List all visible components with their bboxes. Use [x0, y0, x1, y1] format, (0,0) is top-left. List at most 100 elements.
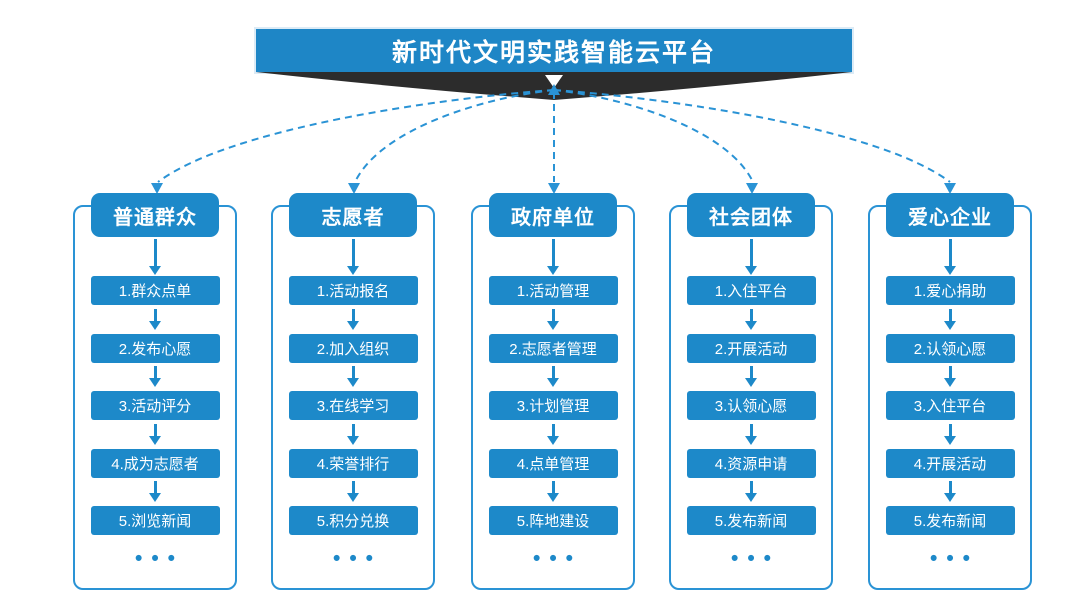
down-arrow-icon	[153, 366, 157, 379]
down-arrow-icon	[749, 239, 753, 267]
step-box: 5.阵地建设	[488, 506, 618, 535]
step-label: 5.发布新闻	[913, 513, 987, 530]
down-arrow-icon	[551, 239, 555, 267]
column-header: 政府单位	[489, 193, 617, 237]
step-box: 3.活动评分	[90, 391, 220, 420]
step-box: 5.浏览新闻	[90, 506, 220, 535]
step-label: 4.成为志愿者	[111, 455, 199, 473]
step-label: 4.荣誉排行	[316, 455, 390, 473]
down-arrow-icon	[153, 423, 157, 437]
column-volunteers: 志愿者 1.活动报名 2.加入组织 3.在线学习 4.荣誉排行 5.积分兑换 •…	[271, 193, 435, 590]
step-box: 4.点单管理	[488, 448, 618, 478]
step-box: 3.计划管理	[488, 391, 618, 420]
down-arrow-icon	[153, 308, 157, 322]
banner-ribbon	[256, 72, 852, 100]
column-title: 普通群众	[113, 206, 197, 229]
column-header: 普通群众	[91, 193, 219, 237]
down-arrow-icon	[551, 481, 555, 494]
step-box: 2.开展活动	[686, 333, 816, 363]
more-dots: •••	[730, 547, 781, 570]
column-title: 志愿者	[321, 206, 385, 229]
step-box: 4.开展活动	[885, 448, 1015, 478]
step-label: 3.活动评分	[118, 398, 192, 415]
down-arrow-icon	[749, 481, 753, 494]
down-arrow-icon	[153, 481, 157, 494]
platform-title: 新时代文明实践智能云平台	[391, 38, 716, 67]
down-arrow-icon	[948, 366, 952, 379]
step-label: 2.开展活动	[714, 340, 788, 358]
step-label: 1.群众点单	[118, 283, 192, 300]
down-arrow-icon	[749, 423, 753, 437]
step-label: 4.点单管理	[516, 455, 590, 473]
down-arrow-icon	[948, 239, 952, 267]
step-label: 3.认领心愿	[714, 398, 788, 415]
column-body: 1.入住平台 2.开展活动 3.认领心愿 4.资源申请 5.发布新闻 •••	[671, 237, 831, 588]
down-arrow-icon	[551, 423, 555, 437]
step-label: 1.活动管理	[516, 283, 590, 300]
step-label: 1.入住平台	[714, 283, 788, 300]
step-label: 5.发布新闻	[714, 513, 788, 530]
column-header: 志愿者	[289, 193, 417, 237]
step-box: 1.活动管理	[488, 276, 618, 305]
column-caring-enterprises: 爱心企业 1.爱心捐助 2.认领心愿 3.入住平台 4.开展活动 5.发布新闻 …	[868, 193, 1032, 590]
step-label: 3.在线学习	[316, 398, 390, 415]
step-box: 5.发布新闻	[885, 506, 1015, 535]
more-dots: •••	[332, 547, 383, 570]
step-label: 2.认领心愿	[913, 340, 987, 358]
down-arrow-icon	[351, 481, 355, 494]
down-arrow-icon	[153, 239, 157, 267]
down-arrow-icon	[351, 308, 355, 322]
step-box: 5.积分兑换	[288, 506, 418, 535]
step-box: 4.成为志愿者	[90, 448, 220, 478]
down-arrow-icon	[948, 423, 952, 437]
step-box: 5.发布新闻	[686, 506, 816, 535]
down-arrow-icon	[948, 308, 952, 322]
step-label: 2.加入组织	[316, 340, 390, 358]
down-arrow-icon	[551, 308, 555, 322]
step-box: 3.入住平台	[885, 391, 1015, 420]
step-box: 2.认领心愿	[885, 333, 1015, 363]
step-label: 2.发布心愿	[118, 340, 192, 358]
column-government-units: 政府单位 1.活动管理 2.志愿者管理 3.计划管理 4.点单管理 5.阵地建设…	[471, 193, 635, 590]
down-arrow-icon	[351, 423, 355, 437]
step-label: 5.浏览新闻	[118, 513, 192, 530]
step-box: 2.加入组织	[288, 333, 418, 363]
step-box: 1.入住平台	[686, 276, 816, 305]
down-arrow-icon	[351, 366, 355, 379]
step-box: 1.活动报名	[288, 276, 418, 305]
more-dots: •••	[134, 547, 185, 570]
down-arrow-icon	[749, 308, 753, 322]
step-label: 3.入住平台	[913, 398, 987, 415]
step-label: 5.阵地建设	[516, 513, 590, 530]
down-arrow-icon	[749, 366, 753, 379]
step-box: 1.爱心捐助	[885, 276, 1015, 305]
column-title: 政府单位	[511, 206, 595, 229]
column-title: 爱心企业	[908, 206, 992, 229]
down-triangle-icon	[545, 75, 563, 88]
step-label: 4.开展活动	[913, 455, 987, 473]
step-label: 2.志愿者管理	[509, 340, 597, 358]
step-label: 5.积分兑换	[316, 513, 390, 530]
column-body: 1.活动管理 2.志愿者管理 3.计划管理 4.点单管理 5.阵地建设 •••	[473, 237, 633, 588]
more-dots: •••	[532, 547, 583, 570]
down-arrow-icon	[351, 239, 355, 267]
column-body: 1.群众点单 2.发布心愿 3.活动评分 4.成为志愿者 5.浏览新闻 •••	[75, 237, 235, 588]
step-box: 2.志愿者管理	[488, 333, 618, 363]
step-label: 1.活动报名	[316, 283, 390, 300]
column-body: 1.爱心捐助 2.认领心愿 3.入住平台 4.开展活动 5.发布新闻 •••	[870, 237, 1030, 588]
step-label: 4.资源申请	[714, 455, 788, 473]
step-box: 4.资源申请	[686, 448, 816, 478]
step-box: 3.认领心愿	[686, 391, 816, 420]
column-header: 社会团体	[687, 193, 815, 237]
step-box: 4.荣誉排行	[288, 448, 418, 478]
step-label: 3.计划管理	[516, 398, 590, 415]
more-dots: •••	[929, 547, 980, 570]
step-box: 3.在线学习	[288, 391, 418, 420]
platform-banner: 新时代文明实践智能云平台	[256, 29, 852, 72]
step-box: 1.群众点单	[90, 276, 220, 305]
column-social-groups: 社会团体 1.入住平台 2.开展活动 3.认领心愿 4.资源申请 5.发布新闻 …	[669, 193, 833, 590]
step-label: 1.爱心捐助	[913, 283, 987, 300]
down-arrow-icon	[948, 481, 952, 494]
column-body: 1.活动报名 2.加入组织 3.在线学习 4.荣誉排行 5.积分兑换 •••	[273, 237, 433, 588]
down-arrow-icon	[551, 366, 555, 379]
